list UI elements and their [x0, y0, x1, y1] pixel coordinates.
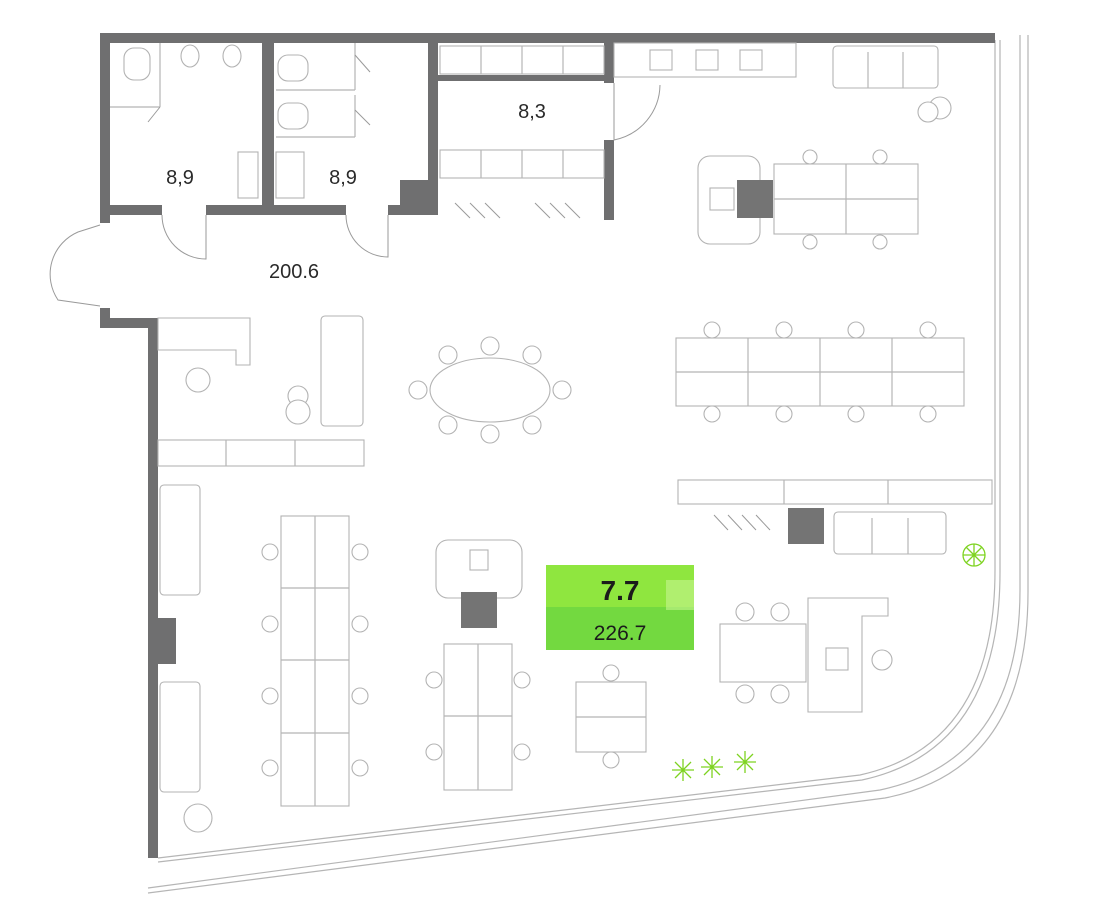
unit-highlight-accent [666, 580, 694, 610]
top-furniture [613, 42, 952, 123]
unit-number: 7.7 [601, 575, 640, 606]
wc-block [110, 43, 371, 199]
room-label-wc-left: 8,9 [166, 167, 194, 189]
unit-area: 226.7 [594, 622, 647, 645]
storage-racks [439, 45, 605, 219]
selected-unit-badge[interactable]: 7.7 226.7 [546, 565, 694, 650]
walls [100, 33, 995, 858]
lower-right-furniture [677, 479, 993, 713]
workstations-left [261, 515, 369, 807]
room-label-storage: 8,3 [518, 101, 546, 123]
doors [49, 83, 661, 307]
workstations-center [425, 539, 647, 791]
workstations-right [675, 321, 965, 423]
manager-desk-top [697, 149, 919, 250]
plants [672, 543, 986, 781]
meeting-table [408, 336, 572, 444]
lounge-left [157, 315, 365, 833]
unit-highlight-lower [546, 607, 694, 650]
room-label-hall: 200.6 [269, 261, 319, 283]
room-label-wc-right: 8,9 [329, 167, 357, 189]
exterior-facade [147, 35, 1029, 894]
